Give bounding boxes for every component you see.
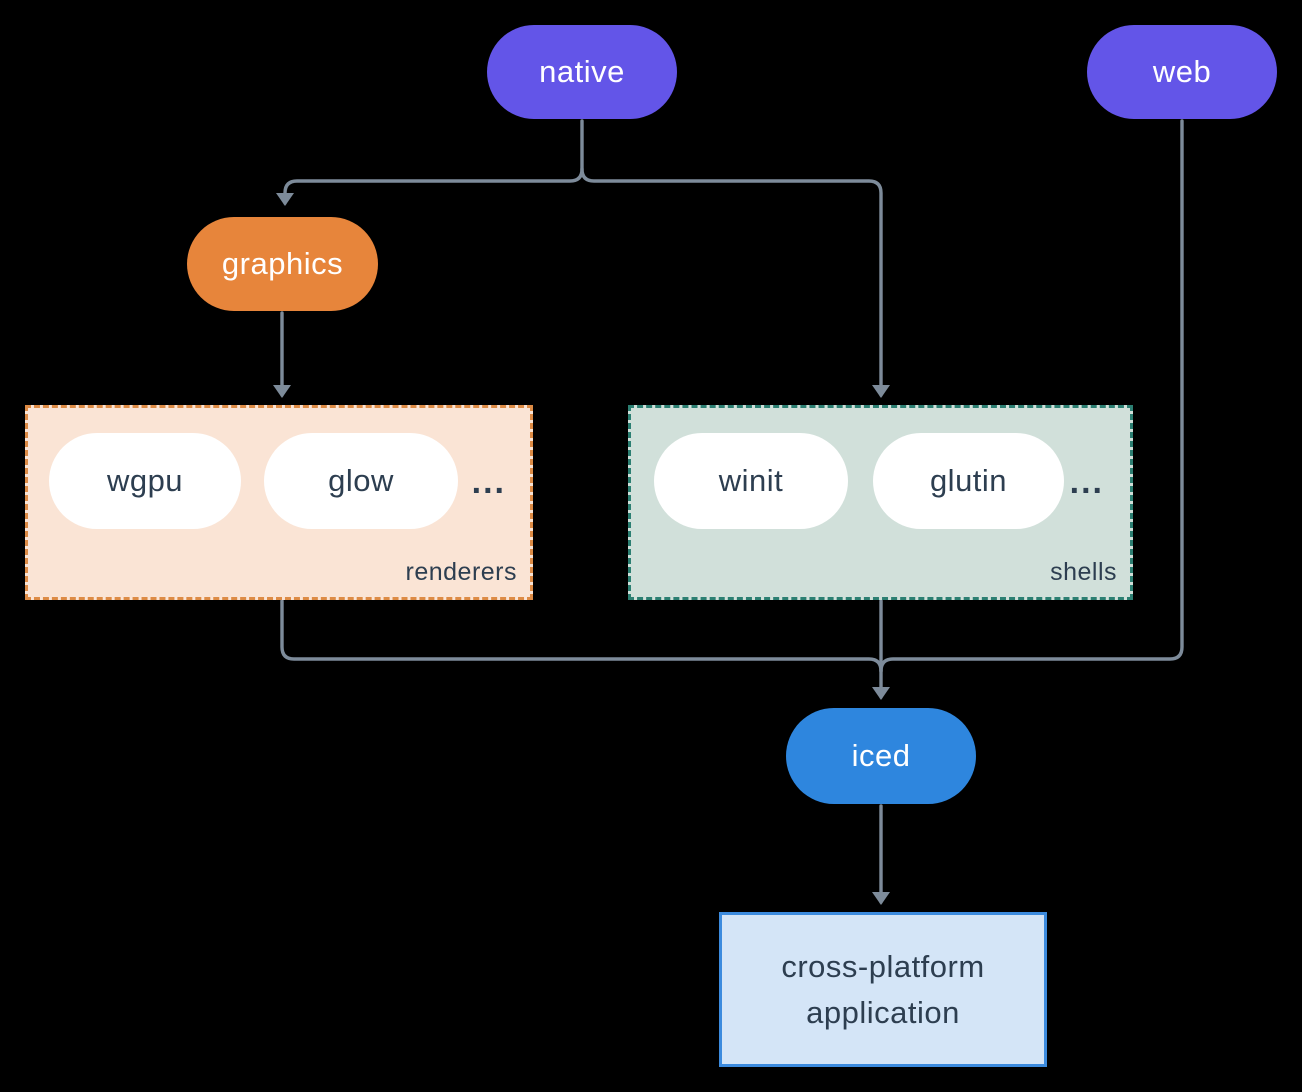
group-shells: winit glutin ... shells xyxy=(628,405,1133,600)
group-renderers: wgpu glow ... renderers xyxy=(25,405,533,600)
renderers-ellipsis: ... xyxy=(471,463,506,501)
node-wgpu: wgpu xyxy=(49,433,241,529)
node-graphics: graphics xyxy=(187,217,378,311)
node-web: web xyxy=(1087,25,1277,119)
application-label-line2: application xyxy=(806,994,960,1030)
shells-group-label: shells xyxy=(1050,558,1117,586)
edge-native-to-shells xyxy=(580,167,890,398)
node-native: native xyxy=(487,25,677,119)
node-iced: iced xyxy=(786,708,976,804)
node-glutin: glutin xyxy=(873,433,1064,529)
node-winit-label: winit xyxy=(718,463,784,498)
shells-ellipsis: ... xyxy=(1069,463,1104,501)
node-graphics-label: graphics xyxy=(221,246,344,281)
node-native-label: native xyxy=(539,54,625,89)
edge-renderers-to-junction xyxy=(280,599,883,673)
renderers-group-label: renderers xyxy=(405,558,517,586)
node-application: cross-platform application xyxy=(719,912,1047,1067)
node-iced-label: iced xyxy=(851,738,911,773)
node-glow-label: glow xyxy=(328,463,394,498)
node-glutin-label: glutin xyxy=(929,463,1008,498)
node-wgpu-label: wgpu xyxy=(106,463,184,498)
node-glow: glow xyxy=(264,433,458,529)
application-label-line1: cross-platform xyxy=(781,948,985,984)
node-web-label: web xyxy=(1152,54,1212,89)
edge-native-to-graphics xyxy=(276,119,584,206)
node-winit: winit xyxy=(654,433,848,529)
